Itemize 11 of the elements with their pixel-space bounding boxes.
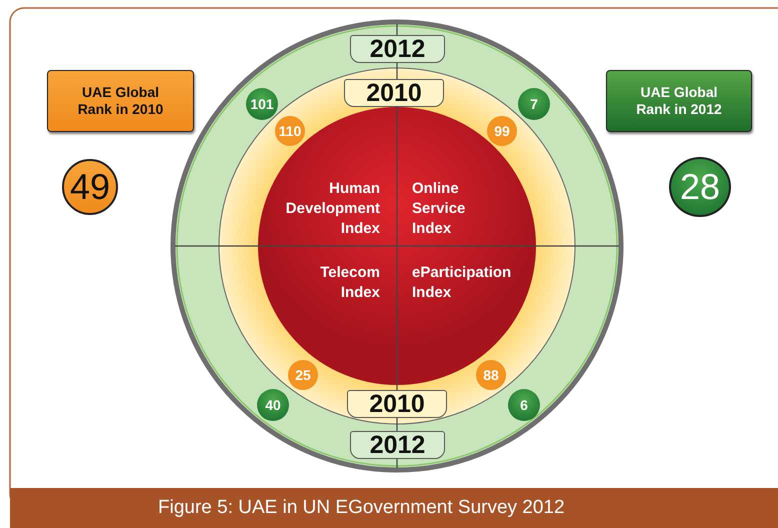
quadrant-label: eParticipation Index xyxy=(412,262,532,304)
quadrant-label: Human Development Index xyxy=(284,178,380,240)
year-tab: 2010 xyxy=(344,79,444,107)
quadrant-label: Online Service Index xyxy=(412,178,508,240)
year-tab: 2010 xyxy=(347,390,447,418)
year-tab: 2012 xyxy=(350,35,445,63)
rank-label: UAE Global Rank in 2012 xyxy=(606,70,752,132)
caption: Figure 5: UAE in UN EGovernment Survey 2012 xyxy=(158,497,565,519)
rank-label: UAE Global Rank in 2010 xyxy=(47,70,194,132)
quadrant-label: Telecom Index xyxy=(284,262,380,304)
year-tab: 2012 xyxy=(350,431,445,459)
